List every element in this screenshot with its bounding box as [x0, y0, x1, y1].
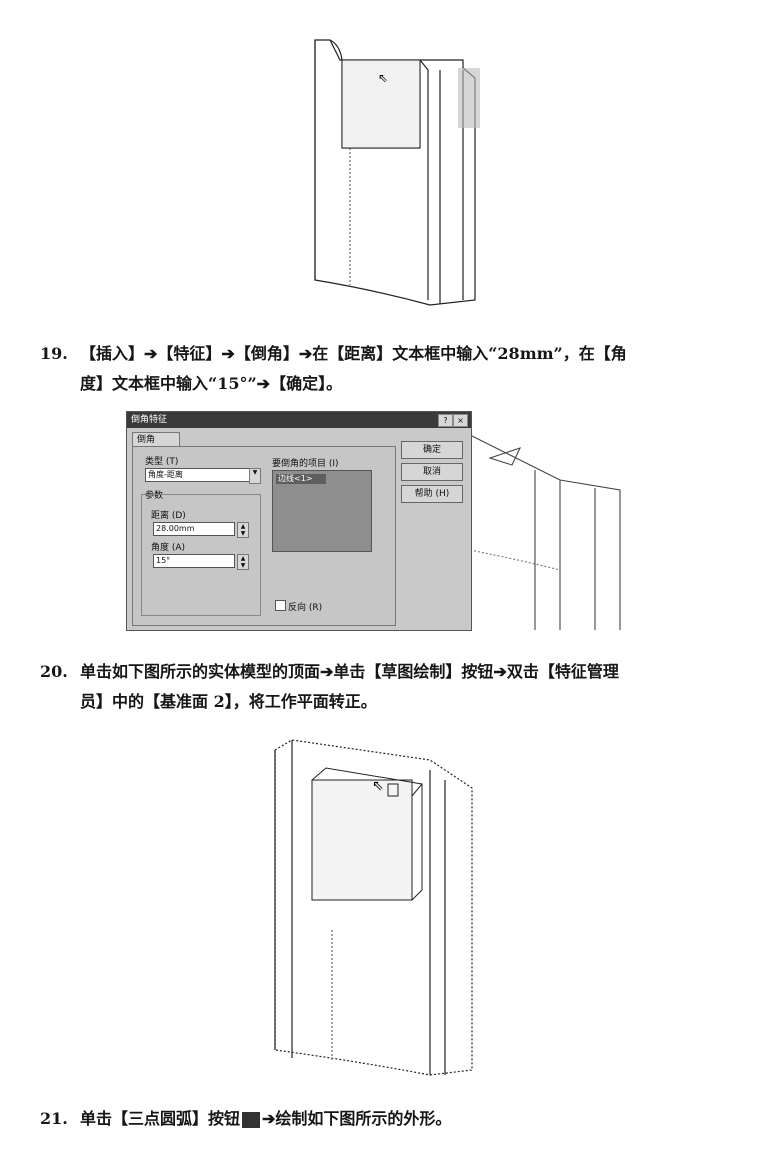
params-group: [141, 494, 261, 616]
items-label: 要倒角的项目 (I): [272, 459, 339, 469]
ok-button[interactable]: 确定: [401, 441, 463, 459]
tab-chamfer[interactable]: 倒角: [132, 432, 180, 447]
svg-text:⇖: ⇖: [372, 778, 384, 794]
chamfer-dialog: 倒角特征 ? × 倒角 类型 (T) 角度-距离 ▼ 参数 距离 (D) 28.…: [126, 411, 472, 631]
step-number: 21.: [40, 1109, 68, 1128]
params-label: 参数: [145, 491, 164, 501]
reverse-checkbox[interactable]: [275, 600, 286, 611]
cancel-button[interactable]: 取消: [401, 463, 463, 481]
model-figure-2-bg: [469, 434, 621, 630]
step-19: 19.【插入】➔【特征】➔【倒角】➔在【距离】文本框中输入“28mm”，在【角 …: [40, 339, 760, 399]
three-point-arc-icon: [242, 1111, 261, 1128]
step-21: 21. 单击【三点圆弧】按钮 ➔绘制如下图所示的外形。: [40, 1104, 760, 1134]
distance-stepper[interactable]: ▲▼: [237, 522, 249, 538]
help-button[interactable]: 帮助 (H): [401, 485, 463, 503]
step-text-line1: 单击【三点圆弧】按钮: [80, 1109, 241, 1128]
dialog-title: 倒角特征: [131, 415, 168, 425]
type-select[interactable]: 角度-距离: [145, 468, 259, 482]
step-number: 20.: [40, 662, 68, 681]
model-figure-1: ⇖: [314, 39, 480, 306]
help-icon[interactable]: ?: [438, 414, 453, 427]
step-text-line2: ➔绘制如下图所示的外形。: [262, 1109, 452, 1128]
list-item[interactable]: 边线<1>: [276, 474, 326, 484]
items-list[interactable]: 边线<1>: [272, 470, 372, 552]
dialog-titlebar: 倒角特征 ? ×: [127, 412, 471, 428]
step-20: 20. 单击如下图所示的实体模型的顶面➔单击【草图绘制】按钮➔双击【特征管理 员】…: [40, 657, 760, 717]
distance-label: 距离 (D): [151, 511, 186, 521]
step-text-line1: 单击如下图所示的实体模型的顶面➔单击【草图绘制】按钮➔双击【特征管理: [80, 662, 619, 681]
step-text-line1: 【插入】➔【特征】➔【倒角】➔在【距离】文本框中输入“28mm”，在【角: [80, 344, 627, 363]
svg-text:⇖: ⇖: [378, 71, 388, 85]
close-icon[interactable]: ×: [453, 414, 468, 427]
angle-label: 角度 (A): [151, 543, 186, 553]
angle-stepper[interactable]: ▲▼: [237, 554, 249, 570]
reverse-label: 反向 (R): [288, 603, 323, 613]
type-label: 类型 (T): [145, 457, 179, 467]
step-number: 19.: [40, 344, 68, 363]
step-text-line2: 员】中的【基准面 2】，将工作平面转正。: [80, 692, 377, 711]
angle-field[interactable]: 15°: [153, 554, 235, 568]
distance-field[interactable]: 28.00mm: [153, 522, 235, 536]
step-text-line2: 度】文本框中输入“15°”➔【确定】。: [80, 374, 343, 393]
model-figure-3: ⇖: [274, 739, 473, 1076]
chevron-down-icon[interactable]: ▼: [249, 468, 261, 484]
